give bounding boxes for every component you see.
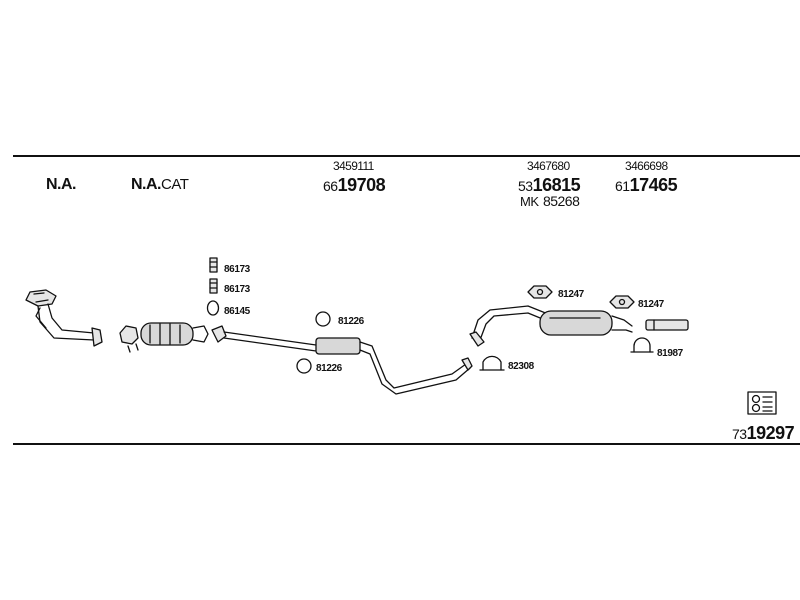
component-number: 5316815: [518, 175, 581, 195]
component-extra-number: MK 85268: [520, 193, 580, 210]
component-number: 6619708: [323, 175, 386, 195]
part-label: 81987: [657, 348, 683, 359]
component-main-number: 19708: [337, 175, 386, 195]
part-label: 81226: [316, 363, 342, 374]
hanger-drawing: [609, 295, 635, 309]
tail-pipe-drawing: [645, 319, 689, 331]
kit-prefix: 73: [732, 426, 747, 442]
hanger-drawing: [527, 285, 553, 299]
component-ref: 3467680: [527, 159, 570, 173]
part-label: 82308: [508, 361, 534, 372]
part-label: 81226: [338, 316, 364, 327]
part-label: 86173: [224, 264, 250, 275]
component-prefix: 66: [323, 178, 338, 194]
part-label: 81247: [558, 289, 584, 300]
component-number: 6117465: [615, 175, 678, 195]
component-extra-main: 85268: [542, 193, 580, 209]
na-cat-label: N.A.CAT: [131, 176, 189, 193]
part-label: 86173: [224, 284, 250, 295]
front-pipe-drawing: [25, 289, 103, 347]
component-prefix: 53: [518, 178, 533, 194]
u-clamp-drawing: [479, 355, 505, 371]
component-main-number: 17465: [629, 175, 678, 195]
kit-main-number: 19297: [746, 423, 795, 443]
component-main-number: 16815: [532, 175, 581, 195]
rear-silencer-drawing: [469, 305, 633, 347]
na-label: N.A.: [46, 176, 77, 193]
ring-drawing: [296, 358, 312, 374]
part-label: 81247: [638, 299, 664, 310]
na-cat-prefix: N.A.: [131, 176, 162, 193]
part-label: 86145: [224, 306, 250, 317]
component-ref: 3459111: [333, 159, 374, 173]
u-clamp-drawing: [630, 337, 654, 353]
middle-pipe-drawing: [211, 325, 473, 395]
top-rule: [13, 155, 800, 157]
component-prefix: 61: [615, 178, 630, 194]
ring-drawing: [315, 311, 331, 327]
fitting-kit-icon: [747, 391, 777, 415]
clamp-stack-drawing: [206, 257, 220, 316]
na-cat-suffix: CAT: [161, 176, 189, 193]
component-ref: 3466698: [625, 159, 668, 173]
kit-number: 7319297: [732, 423, 795, 443]
bottom-rule: [13, 443, 800, 445]
component-extra-prefix: MK: [520, 194, 539, 209]
catalytic-converter-drawing: [119, 322, 209, 353]
